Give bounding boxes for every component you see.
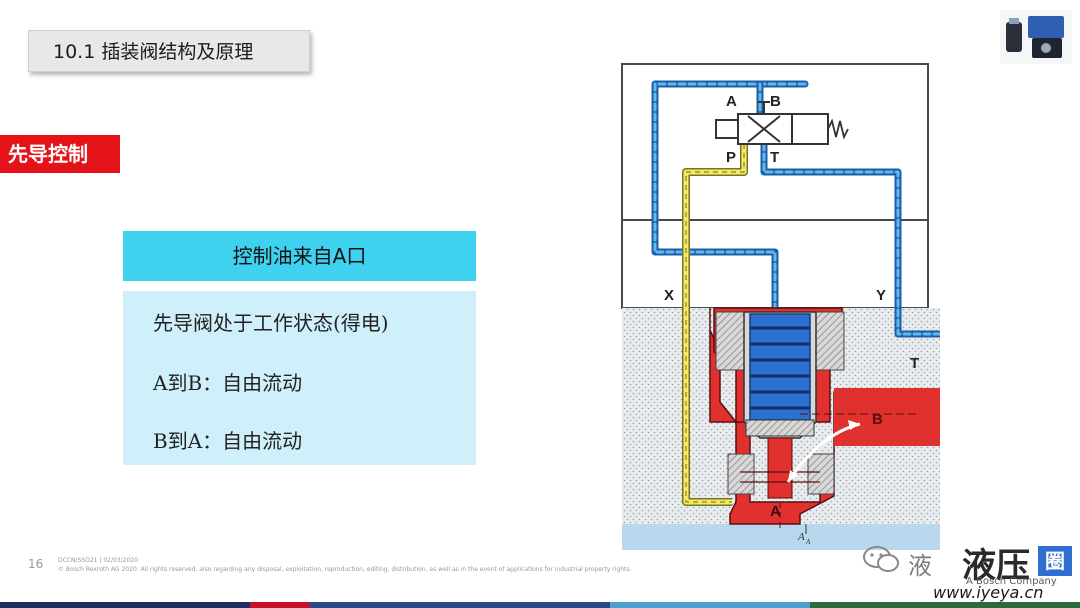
table-row: 先导阀处于工作状态(得电) [153,311,389,335]
watermark-big: 液压 [962,546,1030,586]
page-number: 16 [28,557,44,571]
watermark-sub: A Bosch Company [966,576,1057,587]
wechat-icon [863,546,899,572]
label-t-top: T [770,149,779,166]
footer-meta-line: DCCN/SSO21 | 02/03/2020 [58,557,138,564]
label-t-right: T [910,355,919,372]
table-header: 控制油来自A口 [123,231,476,281]
footer-copyright: © Bosch Rexroth AG 2020. All rights rese… [58,566,632,573]
cartridge-valve-diagram: A B P T X Y T B A A A [621,63,940,550]
label-y: Y [876,287,886,304]
watermark: 液 液压 圈 A Bosch Company [862,542,1072,590]
watermark-text: 液 [908,552,932,580]
pilot-control-tag: 先导控制 [0,135,120,173]
table-row: B到A：自由流动 [153,429,303,453]
slide-title: 10.1 插装阀结构及原理 [28,30,310,72]
label-b-top: B [770,93,781,110]
label-a-port: A [770,503,781,520]
info-table: 先导阀处于工作状态(得电) A到B：自由流动 B到A：自由流动 [123,291,476,465]
label-area-sub: A [805,538,811,546]
label-p: P [726,149,736,166]
footer-color-bar [0,602,1080,608]
table-row: A到B：自由流动 [153,371,303,395]
corner-valve-image [1000,10,1072,64]
label-area: A [797,531,805,543]
watermark-url: www.iyeya.cn [933,583,1044,602]
label-b-port: B [872,411,883,428]
footer-meta: DCCN/SSO21 | 02/03/2020 © Bosch Rexroth … [58,556,631,574]
label-x: X [664,287,674,304]
watermark-badge: 圈 [1038,546,1072,576]
label-a-top: A [726,93,737,110]
